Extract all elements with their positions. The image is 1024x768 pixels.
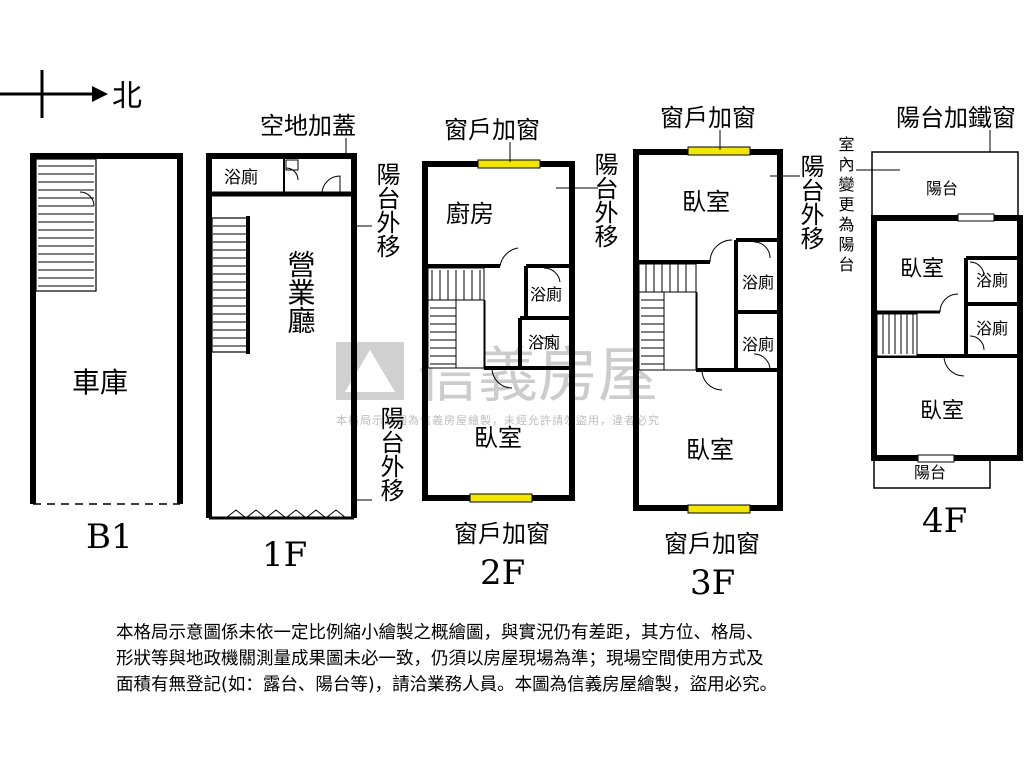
- room-garage: 車庫: [72, 366, 128, 399]
- note-window-top: 窗戶加窗: [444, 116, 540, 144]
- stairs: [638, 263, 697, 371]
- note-top: 空地加蓋: [260, 112, 356, 140]
- room-kitchen: 廚房: [446, 200, 494, 228]
- door-swing-icon: [499, 247, 519, 267]
- floor-label-2f: 2F: [480, 553, 525, 593]
- floor-3f: 臥室 浴廁 浴廁 臥室 窗戶加窗 陽台外移 窗戶加窗 3F: [633, 104, 824, 603]
- window-top: [687, 146, 751, 156]
- watermark-notice: 本格局示意圖為信義房屋繪製，未經允許請勿盜用，違者必究: [336, 413, 660, 427]
- door-swing-icon: [539, 337, 557, 351]
- room-bedroom: 臥室: [474, 424, 522, 452]
- disclaimer: 本格局示意圖係未依一定比例縮小繪製之概繪圖，與實況仍有差距，其方位、格局、 形狀…: [116, 620, 936, 698]
- door-swing-icon: [969, 335, 985, 351]
- room-bedroom-a: 臥室: [682, 188, 730, 216]
- floor-4f: 陽台 臥室 浴廁 浴廁 臥室 陽台 陽台加鐵窗 室內變更為陽台 4F: [836, 104, 1023, 541]
- room-bathroom-a: 浴廁: [742, 273, 774, 292]
- room-bathroom-b: 浴廁: [742, 335, 774, 354]
- room-bathroom: 浴廁: [224, 167, 258, 188]
- sliding-door-bottom: [917, 454, 955, 463]
- note-balcony-b: 陽台外移: [376, 406, 404, 502]
- door-swing-icon: [753, 353, 771, 371]
- note-side: 室內變更為陽台: [836, 136, 855, 276]
- room-bedroom-b: 臥室: [920, 399, 964, 424]
- door-swing-icon: [701, 369, 723, 391]
- door-swing-icon: [753, 241, 771, 259]
- note-balcony: 陽台外移: [590, 152, 618, 248]
- room-bathroom-a: 浴廁: [976, 271, 1008, 290]
- door-swing-icon: [79, 191, 95, 207]
- stairs: [876, 313, 918, 357]
- note-window-top: 窗戶加窗: [660, 104, 756, 132]
- north-label: 北: [112, 79, 142, 114]
- note-balcony-a: 陽台外移: [372, 162, 400, 258]
- note-balcony: 陽台外移: [796, 154, 824, 250]
- north-arrow-icon: [92, 86, 108, 102]
- stairs: [35, 158, 97, 292]
- door-swing-icon: [939, 293, 959, 313]
- compass: 北: [0, 70, 142, 118]
- room-balcony-bottom: 陽台: [914, 463, 946, 482]
- note-window-bottom: 窗戶加窗: [664, 530, 760, 558]
- room-balcony-top: 陽台: [926, 179, 958, 198]
- stairs: [427, 267, 485, 369]
- floor-label-4f: 4F: [922, 501, 967, 541]
- floor-label-3f: 3F: [690, 563, 735, 603]
- door-swing-icon: [969, 261, 985, 277]
- window-bottom: [687, 504, 751, 514]
- room-bedroom-a: 臥室: [900, 257, 944, 282]
- disclaimer-line: 形狀等與地政機關測量成果圖未必一致，仍須以房屋現場為準；現場空間使用方式及: [116, 649, 764, 669]
- door-swing-icon: [321, 175, 341, 195]
- door-swing-icon: [709, 239, 733, 263]
- door-swing-icon: [491, 367, 513, 389]
- note-top: 陽台加鐵窗: [896, 104, 1016, 132]
- floor-2f: 廚房 浴廁 浴廁 臥室 窗戶加窗 陽台外移 窗戶加窗 2F: [422, 116, 618, 593]
- floor-1f: 浴廁 營業廳 空地加蓋 陽台外移 陽台外移 1F: [206, 112, 404, 575]
- room-bathroom-b: 浴廁: [528, 333, 560, 352]
- sliding-door-top: [957, 213, 995, 222]
- window-top: [477, 159, 541, 169]
- room-bathroom-b: 浴廁: [976, 319, 1008, 338]
- floor-label-1f: 1F: [262, 535, 307, 575]
- window-bottom: [469, 493, 533, 503]
- room-bedroom-b: 臥室: [686, 436, 734, 464]
- door-swing-icon: [943, 355, 965, 377]
- disclaimer-line: 本格局示意圖係未依一定比例縮小繪製之概繪圖，與實況仍有差距，其方位、格局、: [116, 623, 764, 643]
- disclaimer-line: 面積有無登記(如：露台、陽台等)，請洽業務人員。本圖為信義房屋繪製，盜用必究。: [116, 675, 778, 695]
- stairs: [211, 216, 250, 354]
- door-swing-icon: [543, 267, 561, 283]
- room-hall: 營業廳: [284, 250, 317, 334]
- floor-label-b1: B1: [86, 517, 133, 557]
- note-window-bottom: 窗戶加窗: [454, 520, 550, 548]
- room-bathroom-a: 浴廁: [530, 285, 562, 304]
- folding-door-icon: [225, 509, 347, 519]
- floor-b1: 車庫 B1: [30, 153, 183, 557]
- watermark-logo-icon: [336, 342, 404, 400]
